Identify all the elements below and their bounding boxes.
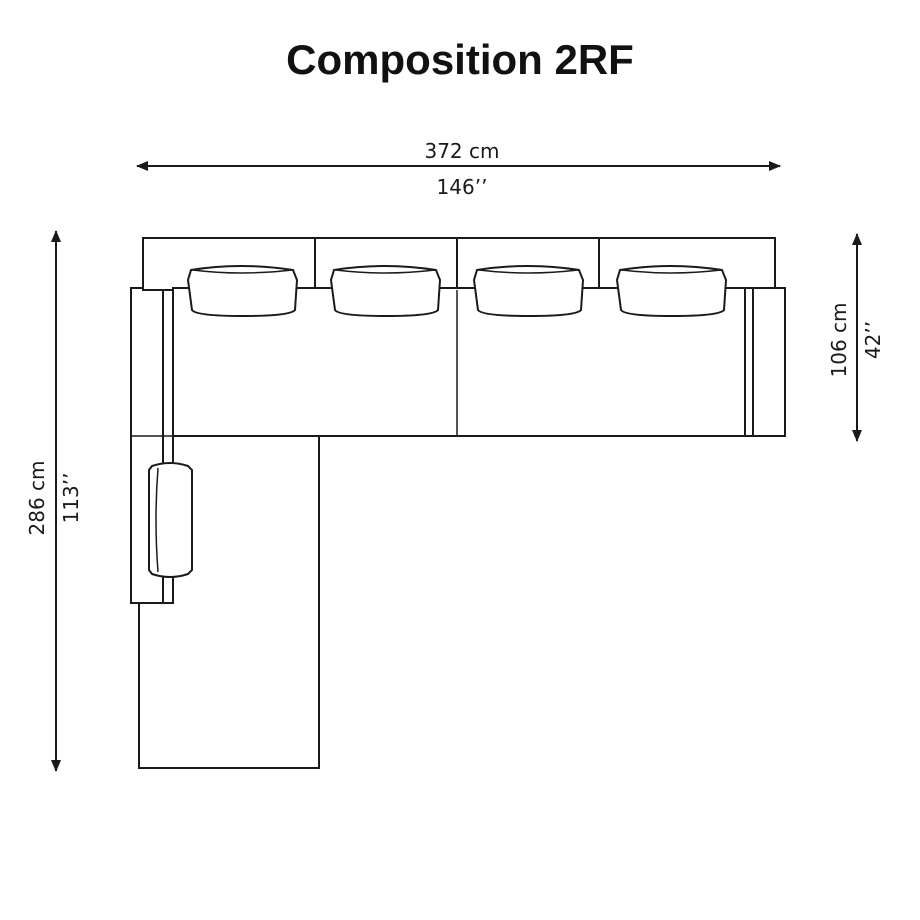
length-cm-label: 286 cm (25, 460, 49, 535)
width-cm-label: 372 cm (424, 139, 499, 163)
width-in-label: 146’’ (437, 175, 488, 199)
page-title: Composition 2RF (286, 36, 634, 83)
length-in-label: 113’’ (59, 473, 83, 524)
back-cushion-2 (329, 265, 442, 318)
length-dimension: 286 cm 113’’ (25, 230, 83, 772)
sofa-plan (130, 237, 786, 769)
side-cushion (148, 462, 193, 578)
depth-in-label: 42’’ (861, 321, 885, 359)
back-cushion-1 (186, 265, 299, 318)
depth-dimension: 106 cm 42’’ (827, 233, 885, 442)
width-dimension: 372 cm 146’’ (136, 139, 781, 199)
back-cushion-3 (472, 265, 585, 318)
right-armrest-inner (744, 287, 754, 437)
depth-cm-label: 106 cm (827, 302, 851, 377)
back-cushion-4 (615, 265, 728, 318)
